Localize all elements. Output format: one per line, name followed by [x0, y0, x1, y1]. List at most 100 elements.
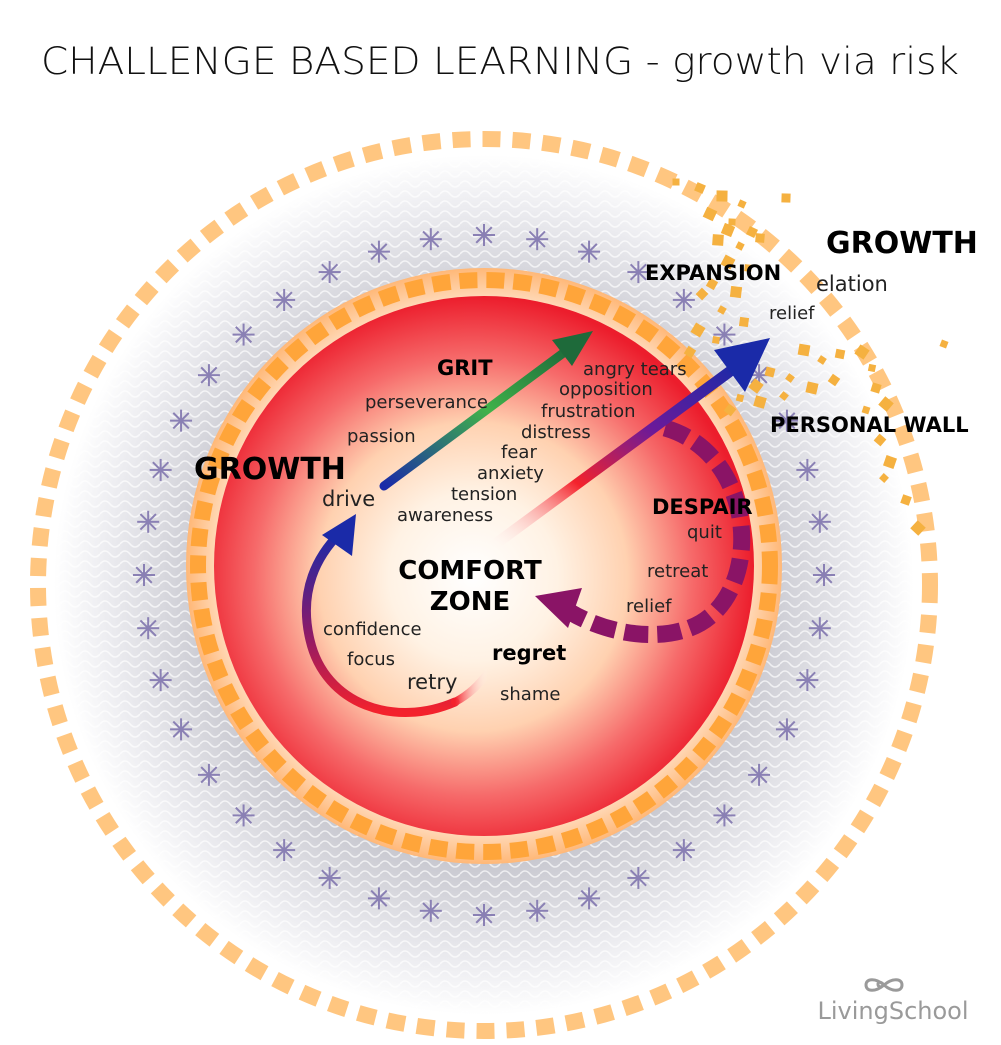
star-mark — [627, 261, 650, 284]
wall-cube — [695, 287, 709, 301]
feeling-tension: tension — [451, 484, 517, 505]
personal-wall-cubes — [672, 178, 949, 536]
star-mark — [367, 887, 390, 910]
brand-logo: LivingSchool — [817, 978, 969, 1025]
regret-label: regret — [492, 641, 566, 665]
star-mark — [232, 804, 255, 827]
wall-cube — [717, 305, 727, 315]
star-mark — [137, 617, 160, 640]
feeling-confidence: confidence — [323, 619, 422, 640]
wall-cube — [683, 345, 697, 359]
wall-cube — [910, 520, 926, 536]
star-mark — [672, 288, 695, 311]
brand-name: LivingSchool — [817, 997, 968, 1025]
wall-cube — [878, 396, 894, 412]
wall-cube — [745, 225, 759, 239]
wall-cube — [729, 285, 743, 299]
wall-cube — [827, 373, 841, 387]
feeling-drive: drive — [322, 487, 375, 511]
star-mark — [419, 228, 442, 251]
star-mark — [748, 763, 771, 786]
star-mark — [526, 899, 549, 922]
feeling-elation: elation — [816, 272, 888, 296]
wall-cube — [690, 322, 706, 338]
growth-label-inner: GROWTH — [194, 452, 346, 487]
feeling-anxiety: anxiety — [477, 463, 544, 484]
star-mark — [170, 718, 193, 741]
star-mark — [273, 288, 296, 311]
star-mark — [796, 669, 819, 692]
wall-cube — [817, 355, 827, 365]
wall-cube — [723, 403, 737, 417]
wall-cube — [939, 339, 949, 349]
wall-cube — [753, 395, 767, 409]
retry-arrow — [302, 528, 460, 717]
feeling-perseverance: perseverance — [365, 392, 488, 413]
star-mark — [627, 866, 650, 889]
star-mark — [318, 261, 341, 284]
wall-cube — [900, 494, 912, 506]
feeling-awareness: awareness — [397, 505, 493, 526]
feeling-relief-despair: relief — [626, 596, 672, 617]
star-mark — [419, 899, 442, 922]
inner-dashed-ring — [190, 272, 778, 860]
grit-arrowhead — [552, 331, 593, 366]
wall-cube — [735, 393, 745, 403]
star-mark — [137, 510, 160, 533]
star-ring — [133, 224, 835, 926]
feeling-fear: fear — [501, 442, 537, 463]
comfort-zone-label-line2: ZONE — [430, 587, 510, 617]
wall-cube — [805, 381, 819, 395]
grit-arrow — [379, 343, 575, 491]
feeling-focus: focus — [347, 649, 395, 670]
star-mark — [796, 458, 819, 481]
star-mark — [197, 763, 220, 786]
feeling-relief-top: relief — [769, 303, 815, 324]
star-mark — [197, 364, 220, 387]
despair-arrow — [565, 419, 751, 644]
wall-cube — [738, 316, 750, 328]
star-mark — [808, 510, 831, 533]
page-title: CHALLENGE BASED LEARNING - growth via ri… — [41, 40, 959, 83]
wall-cube — [785, 373, 795, 383]
wall-cube — [702, 206, 718, 222]
star-mark — [713, 323, 736, 346]
star-mark — [170, 409, 193, 432]
wall-cube — [867, 363, 877, 373]
wall-cube — [716, 190, 728, 202]
wall-cube — [861, 405, 871, 415]
star-mark — [149, 458, 172, 481]
expansion-label: EXPANSION — [645, 261, 781, 285]
grit-label: GRIT — [437, 356, 493, 380]
wall-cube — [748, 378, 764, 394]
star-mark — [578, 887, 601, 910]
wall-cube — [883, 455, 897, 469]
star-mark — [578, 240, 601, 263]
feeling-frustration: frustration — [541, 401, 636, 422]
wall-cube — [879, 473, 889, 483]
star-mark — [149, 669, 172, 692]
feeling-distress: distress — [521, 422, 591, 443]
feeling-passion: passion — [347, 426, 416, 447]
star-mark — [775, 409, 798, 432]
wall-cube — [870, 382, 882, 394]
feeling-quit: quit — [687, 522, 722, 543]
despair-label: DESPAIR — [652, 495, 753, 519]
retry-arrowhead — [322, 514, 356, 556]
wall-cube — [744, 264, 752, 272]
outer-dashed-ring — [30, 131, 938, 1039]
wall-cube — [672, 178, 680, 186]
wall-cube — [694, 182, 706, 194]
wall-cube — [764, 366, 776, 378]
wall-cube — [728, 218, 736, 226]
wall-cube — [781, 193, 791, 203]
infinity-icon — [864, 978, 904, 992]
star-mark — [775, 718, 798, 741]
wall-cube — [712, 234, 724, 246]
wall-cube — [873, 433, 887, 447]
wall-cube — [720, 254, 736, 270]
wall-cube — [834, 348, 846, 360]
star-mark — [473, 904, 495, 926]
wall-cube — [854, 344, 870, 360]
growth-label-outer: GROWTH — [826, 226, 978, 261]
